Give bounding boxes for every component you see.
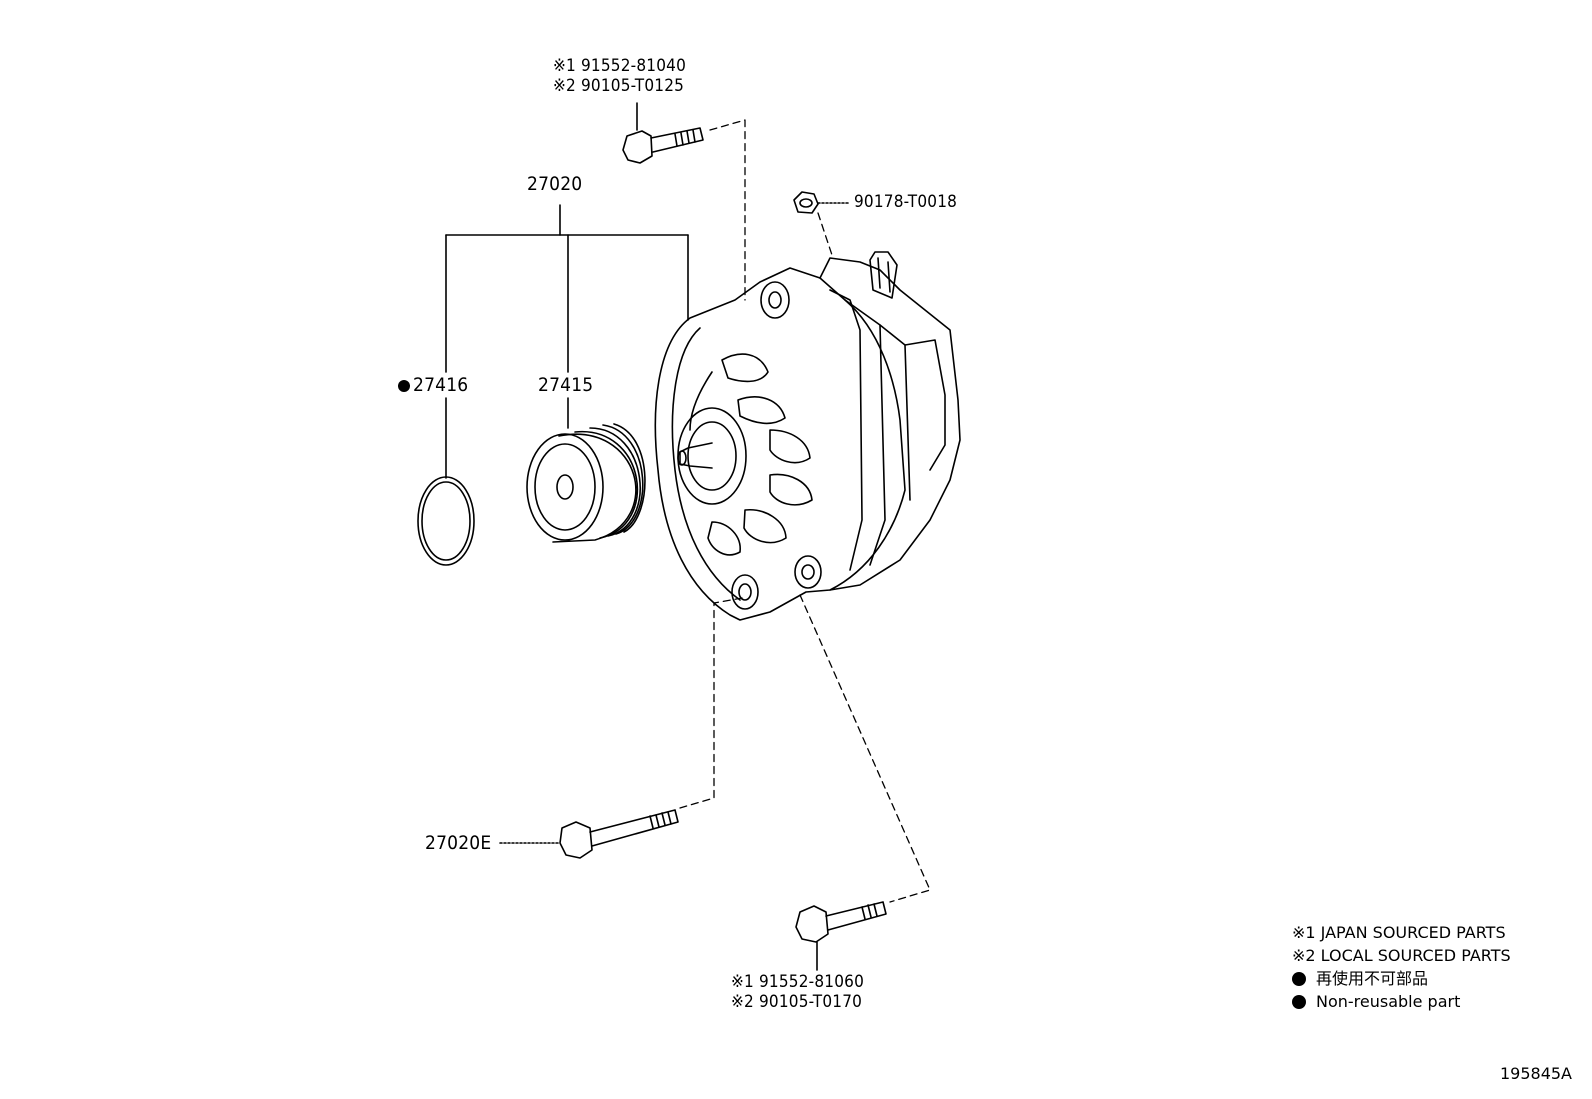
pulley-icon [527,424,645,542]
top-bolt-ref-local: ※2 90105-T0125 [553,76,685,96]
bullet-icon [1292,972,1306,986]
long-bolt-icon [500,810,678,858]
nut-icon [794,192,850,213]
bottom-bolt-label: ※1 91552-81060 ※2 90105-T0170 [731,972,864,1012]
legend-japan-sourced: ※1 JAPAN SOURCED PARTS [1292,923,1506,942]
bottom-bolt-ref-local: ※2 90105-T0170 [731,992,863,1012]
top-bolt-icon [623,103,703,163]
dashed-alignment-lines [680,120,930,902]
gasket-part-number: 27416 [413,374,469,396]
legend-non-reusable-en-text: Non-reusable part [1316,992,1461,1011]
legend-non-reusable-ja: 再使用不可部品 [1292,967,1511,990]
legend-local-sourced: ※2 LOCAL SOURCED PARTS [1292,946,1511,965]
gasket-ring-icon [418,477,474,565]
nut-part-number: 90178-T0018 [854,192,958,212]
figure-code: 195845A [1499,1064,1572,1083]
alternator-icon [655,252,960,620]
legend-non-reusable-ja-text: 再使用不可部品 [1316,969,1429,988]
top-bolt-ref-japan: ※1 91552-81040 [553,56,687,76]
bottom-bolt-icon [796,902,886,970]
non-reusable-marker [398,380,410,392]
top-bolt-label: ※1 91552-81040 ※2 90105-T0125 [553,56,686,96]
bullet-icon [1292,995,1306,1009]
bottom-bolt-ref-japan: ※1 91552-81060 [731,972,865,992]
pulley-part-number: 27415 [538,374,594,396]
legend: ※1 JAPAN SOURCED PARTS ※2 LOCAL SOURCED … [1292,921,1511,1013]
gasket-callout: 27416 [398,375,468,395]
long-bolt-part-number: 27020E [425,832,492,854]
legend-non-reusable-en: Non-reusable part [1292,990,1511,1013]
assembly-leader-lines [446,205,688,478]
assembly-part-number: 27020 [527,173,583,195]
